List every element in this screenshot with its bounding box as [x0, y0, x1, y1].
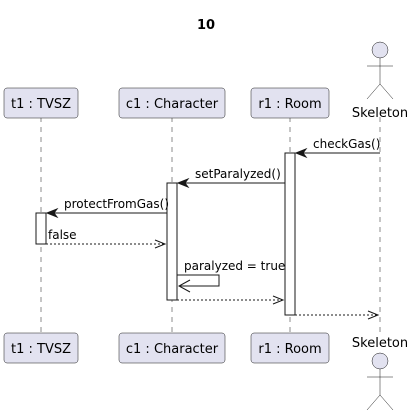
participant-c1-bottom-label: c1 : Character	[126, 342, 219, 357]
message-setparalyzed: setParalyzed()	[176, 167, 285, 189]
participant-r1-bottom-label: r1 : Room	[258, 342, 321, 357]
diagram-title: 10	[197, 18, 215, 33]
message-return-false: false	[46, 228, 167, 249]
message-self-paralyzed-label: paralyzed = true	[184, 259, 285, 273]
participant-t1-label: t1 : TVSZ	[11, 97, 71, 112]
actor-skeleton-top: Skeleton	[352, 41, 408, 121]
participant-r1-bottom: r1 : Room	[250, 332, 330, 364]
message-return-false-label: false	[48, 228, 77, 242]
participant-r1-label: r1 : Room	[258, 97, 321, 112]
actor-skeleton-bottom: Skeleton	[352, 336, 408, 411]
message-protectfromgas: protectFromGas()	[45, 197, 169, 219]
actor-head-icon	[371, 41, 389, 59]
participant-t1-top: t1 : TVSZ	[3, 87, 79, 119]
actor-skeleton-label: Skeleton	[352, 106, 408, 121]
actor-head-icon	[371, 352, 389, 370]
message-return-r1-skeleton	[295, 310, 380, 320]
message-checkgas: checkGas()	[294, 137, 380, 159]
message-setparalyzed-label: setParalyzed()	[195, 167, 281, 181]
activation-c1	[166, 182, 178, 301]
message-protectfromgas-label: protectFromGas()	[64, 197, 169, 211]
activation-r1	[284, 152, 296, 316]
participant-t1-bottom-label: t1 : TVSZ	[11, 342, 71, 357]
participant-c1-top: c1 : Character	[118, 87, 226, 119]
actor-skeleton-bottom-label: Skeleton	[352, 336, 408, 351]
activation-t1	[35, 212, 47, 245]
participant-c1-label: c1 : Character	[126, 97, 219, 112]
message-self-paralyzed: paralyzed = true	[177, 259, 285, 293]
participant-t1-bottom: t1 : TVSZ	[3, 332, 79, 364]
participant-c1-bottom: c1 : Character	[118, 332, 226, 364]
message-checkgas-label: checkGas()	[313, 137, 380, 151]
participant-r1-top: r1 : Room	[250, 87, 330, 119]
message-return-c1-r1	[177, 295, 285, 305]
